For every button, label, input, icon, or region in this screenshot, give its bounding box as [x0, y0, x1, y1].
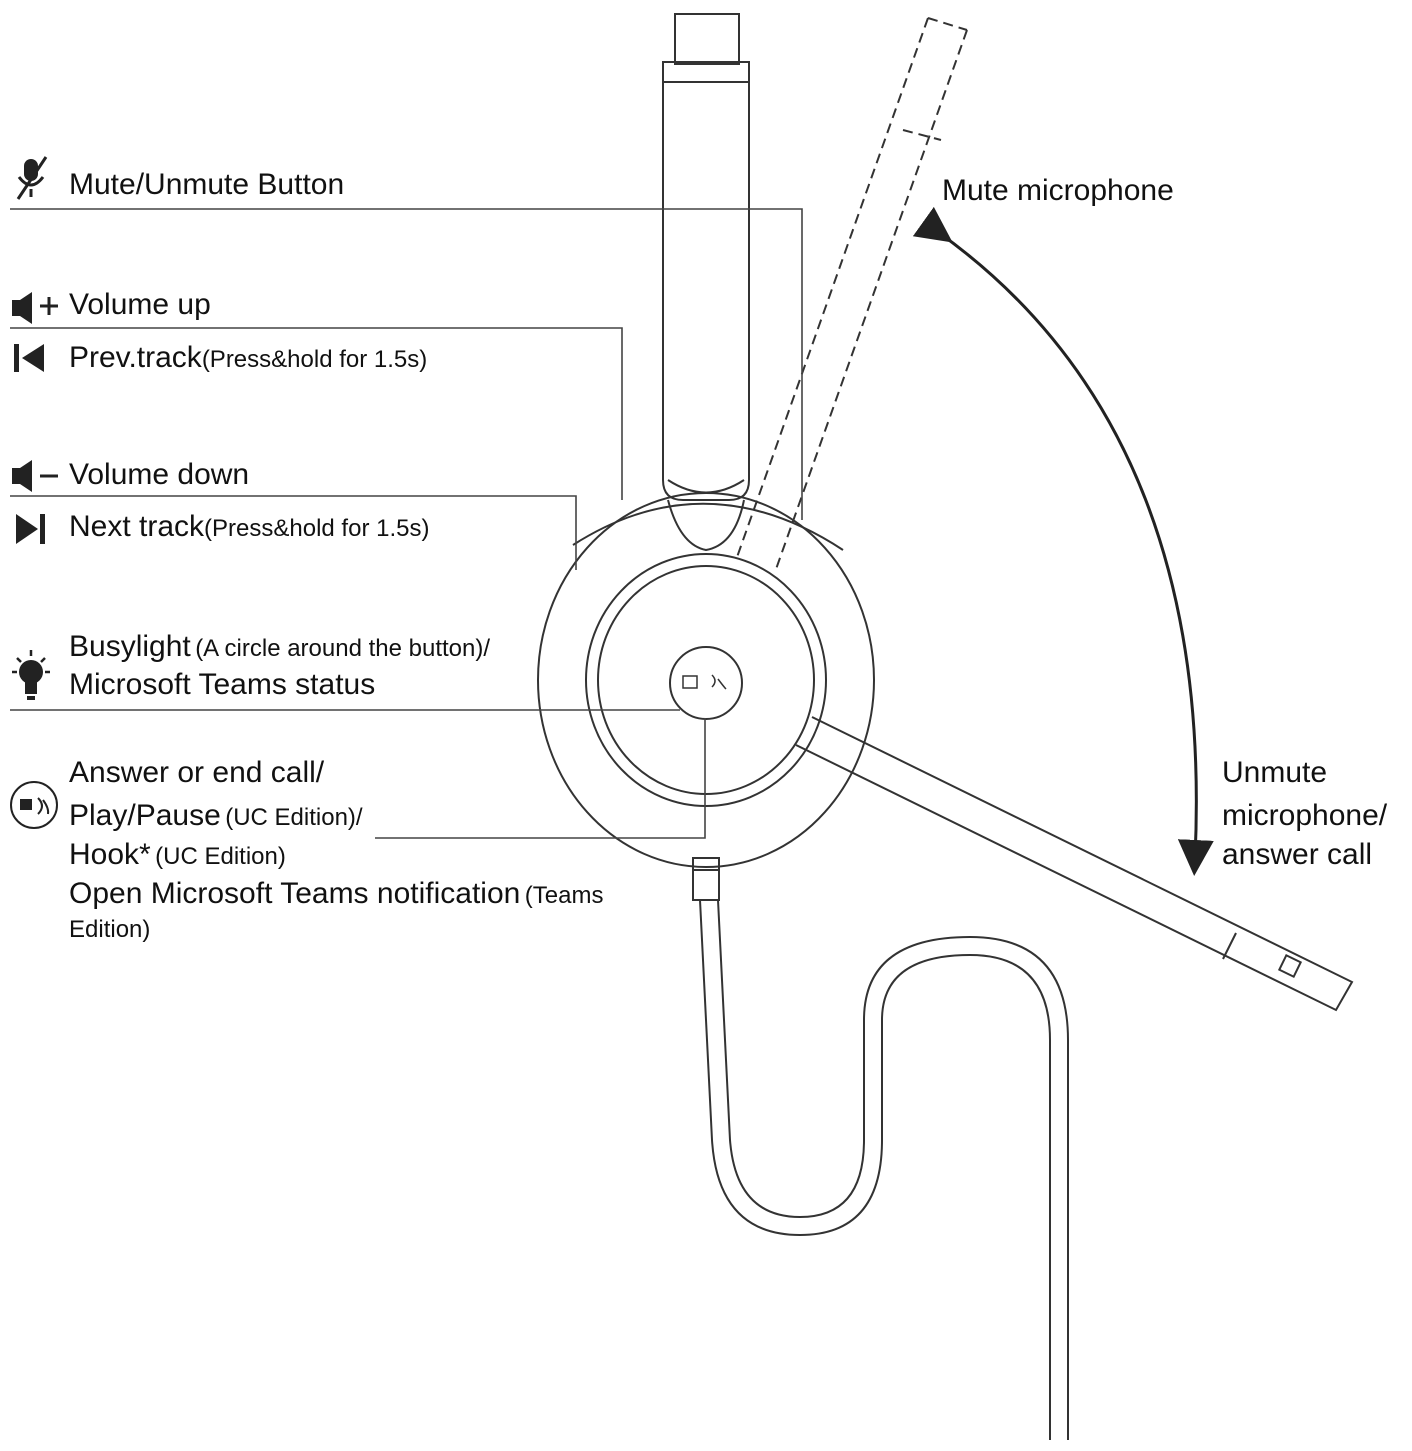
- label-next-track-note: (Press&hold for 1.5s): [204, 515, 430, 542]
- label-play-pause-note: (UC Edition)/: [225, 804, 363, 831]
- boom-muted-dashed: [735, 17, 968, 573]
- label-busylight-row: Busylight (A circle around the button)/: [69, 632, 490, 662]
- ear-cup: [537, 492, 875, 901]
- call-button-icon: [10, 781, 58, 829]
- leader-lines: [10, 208, 803, 839]
- label-unmute-1: Unmute: [1222, 756, 1328, 789]
- label-answer-call: Answer or end call/: [69, 756, 325, 789]
- center-button-glyph: [682, 674, 727, 690]
- label-play-pause-row: Play/Pause (UC Edition)/: [69, 801, 363, 831]
- speaker-minus-icon: [12, 460, 58, 492]
- mic-muted-icon: [16, 156, 48, 200]
- label-volume-down: Volume down: [69, 458, 250, 491]
- label-open-teams-row: Open Microsoft Teams notification (Teams: [69, 879, 603, 909]
- cable: [699, 899, 1069, 1440]
- label-next-track: Next track: [69, 510, 205, 543]
- label-open-teams-note-2: Edition): [69, 916, 151, 943]
- label-hook-note: (UC Edition): [155, 843, 286, 870]
- label-prev-track-row: Prev.track(Press&hold for 1.5s): [69, 343, 427, 373]
- label-play-pause: Play/Pause: [69, 799, 221, 832]
- label-prev-track-note: (Press&hold for 1.5s): [201, 346, 428, 373]
- headband: [662, 13, 750, 501]
- label-prev-track: Prev.track: [69, 341, 202, 374]
- label-volume-up: Volume up: [69, 288, 211, 321]
- label-hook-row: Hook* (UC Edition): [69, 840, 286, 870]
- speaker-plus-icon: [12, 292, 58, 324]
- label-next-track-row: Next track(Press&hold for 1.5s): [69, 512, 429, 542]
- skip-previous-icon: [14, 344, 44, 372]
- label-unmute-2: microphone/: [1222, 799, 1388, 832]
- rotation-arrow: [912, 206, 1214, 876]
- label-teams-status: Microsoft Teams status: [69, 668, 376, 701]
- label-unmute-3: answer call: [1222, 838, 1373, 871]
- lightbulb-icon: [12, 650, 50, 700]
- label-mute-microphone: Mute microphone: [942, 174, 1174, 207]
- label-open-teams: Open Microsoft Teams notification: [69, 877, 521, 910]
- skip-next-icon: [16, 514, 45, 544]
- label-hook: Hook*: [69, 838, 151, 871]
- label-busylight-note: (A circle around the button)/: [195, 635, 491, 662]
- label-busylight: Busylight: [69, 630, 191, 663]
- label-mute-button: Mute/Unmute Button: [69, 168, 345, 201]
- label-open-teams-note: (Teams: [524, 882, 604, 909]
